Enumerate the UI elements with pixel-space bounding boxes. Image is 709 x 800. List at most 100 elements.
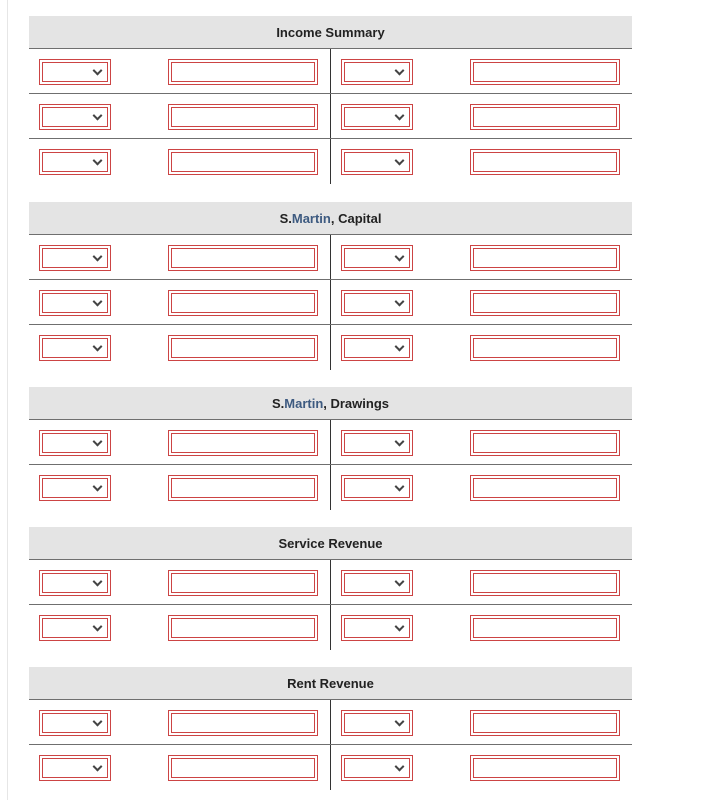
t-account-row	[29, 325, 632, 370]
chevron-down-icon	[394, 65, 405, 76]
debit-account-select[interactable]	[39, 290, 111, 316]
debit-account-select[interactable]	[39, 475, 111, 501]
chevron-down-icon	[394, 621, 405, 632]
t-account-divider	[330, 420, 331, 464]
chevron-down-icon	[394, 155, 405, 166]
t-account-row	[29, 139, 632, 184]
t-account-income-summary: Income Summary	[29, 16, 632, 184]
credit-account-select[interactable]	[341, 430, 413, 456]
t-account-divider	[330, 325, 331, 370]
credit-account-select[interactable]	[341, 104, 413, 130]
account-title: Income Summary	[29, 16, 632, 49]
chevron-down-icon	[394, 576, 405, 587]
chevron-down-icon	[92, 621, 103, 632]
credit-account-select[interactable]	[341, 245, 413, 271]
debit-amount-input[interactable]	[168, 245, 318, 271]
debit-amount-input[interactable]	[168, 430, 318, 456]
t-account-divider	[330, 94, 331, 138]
chevron-down-icon	[394, 761, 405, 772]
t-account-divider	[330, 235, 331, 279]
credit-amount-input[interactable]	[470, 149, 620, 175]
t-account-drawings: S. Martin , Drawings	[29, 387, 632, 510]
credit-amount-input[interactable]	[470, 290, 620, 316]
chevron-down-icon	[394, 436, 405, 447]
t-account-capital: S. Martin , Capital	[29, 202, 632, 370]
credit-account-select[interactable]	[341, 59, 413, 85]
account-title: S. Martin , Capital	[29, 202, 632, 235]
t-account-row	[29, 49, 632, 94]
account-title-text: Service Revenue	[278, 535, 383, 551]
debit-account-select[interactable]	[39, 755, 111, 781]
debit-account-select[interactable]	[39, 335, 111, 361]
credit-amount-input[interactable]	[470, 475, 620, 501]
debit-amount-input[interactable]	[168, 755, 318, 781]
debit-account-select[interactable]	[39, 104, 111, 130]
t-account-rent-revenue: Rent Revenue	[29, 667, 632, 790]
account-title: Rent Revenue	[29, 667, 632, 700]
account-title-suffix: , Capital	[330, 210, 382, 226]
credit-account-select[interactable]	[341, 570, 413, 596]
t-account-divider	[330, 745, 331, 790]
chevron-down-icon	[394, 110, 405, 121]
credit-amount-input[interactable]	[470, 710, 620, 736]
t-account-row	[29, 94, 632, 139]
debit-amount-input[interactable]	[168, 615, 318, 641]
credit-amount-input[interactable]	[470, 104, 620, 130]
debit-amount-input[interactable]	[168, 104, 318, 130]
debit-account-select[interactable]	[39, 570, 111, 596]
credit-account-select[interactable]	[341, 615, 413, 641]
debit-account-select[interactable]	[39, 710, 111, 736]
credit-account-select[interactable]	[341, 755, 413, 781]
debit-amount-input[interactable]	[168, 570, 318, 596]
account-title: Service Revenue	[29, 527, 632, 560]
t-account-divider	[330, 700, 331, 744]
t-account-row	[29, 465, 632, 510]
chevron-down-icon	[92, 716, 103, 727]
account-title-text: Rent Revenue	[287, 675, 374, 691]
debit-account-select[interactable]	[39, 149, 111, 175]
debit-amount-input[interactable]	[168, 475, 318, 501]
chevron-down-icon	[394, 481, 405, 492]
credit-amount-input[interactable]	[470, 245, 620, 271]
account-title-suffix: , Drawings	[323, 395, 390, 411]
account-title-accent: Martin	[284, 395, 324, 411]
debit-amount-input[interactable]	[168, 290, 318, 316]
chevron-down-icon	[92, 296, 103, 307]
debit-amount-input[interactable]	[168, 59, 318, 85]
debit-account-select[interactable]	[39, 59, 111, 85]
debit-amount-input[interactable]	[168, 149, 318, 175]
account-title: S. Martin , Drawings	[29, 387, 632, 420]
credit-account-select[interactable]	[341, 475, 413, 501]
debit-account-select[interactable]	[39, 430, 111, 456]
chevron-down-icon	[92, 341, 103, 352]
t-account-row	[29, 745, 632, 790]
credit-amount-input[interactable]	[470, 430, 620, 456]
t-account-row	[29, 605, 632, 650]
credit-amount-input[interactable]	[470, 615, 620, 641]
debit-account-select[interactable]	[39, 615, 111, 641]
credit-account-select[interactable]	[341, 335, 413, 361]
chevron-down-icon	[92, 436, 103, 447]
t-account-row	[29, 560, 632, 605]
t-account-divider	[330, 465, 331, 510]
credit-amount-input[interactable]	[470, 59, 620, 85]
t-account-divider	[330, 560, 331, 604]
credit-account-select[interactable]	[341, 149, 413, 175]
chevron-down-icon	[394, 296, 405, 307]
chevron-down-icon	[92, 110, 103, 121]
chevron-down-icon	[92, 155, 103, 166]
chevron-down-icon	[394, 341, 405, 352]
debit-amount-input[interactable]	[168, 710, 318, 736]
t-account-divider	[330, 139, 331, 184]
t-account-row	[29, 420, 632, 465]
credit-account-select[interactable]	[341, 710, 413, 736]
credit-amount-input[interactable]	[470, 570, 620, 596]
t-account-divider	[330, 605, 331, 650]
chevron-down-icon	[92, 761, 103, 772]
debit-amount-input[interactable]	[168, 335, 318, 361]
credit-account-select[interactable]	[341, 290, 413, 316]
debit-account-select[interactable]	[39, 245, 111, 271]
page-left-rule	[7, 0, 8, 800]
credit-amount-input[interactable]	[470, 755, 620, 781]
credit-amount-input[interactable]	[470, 335, 620, 361]
